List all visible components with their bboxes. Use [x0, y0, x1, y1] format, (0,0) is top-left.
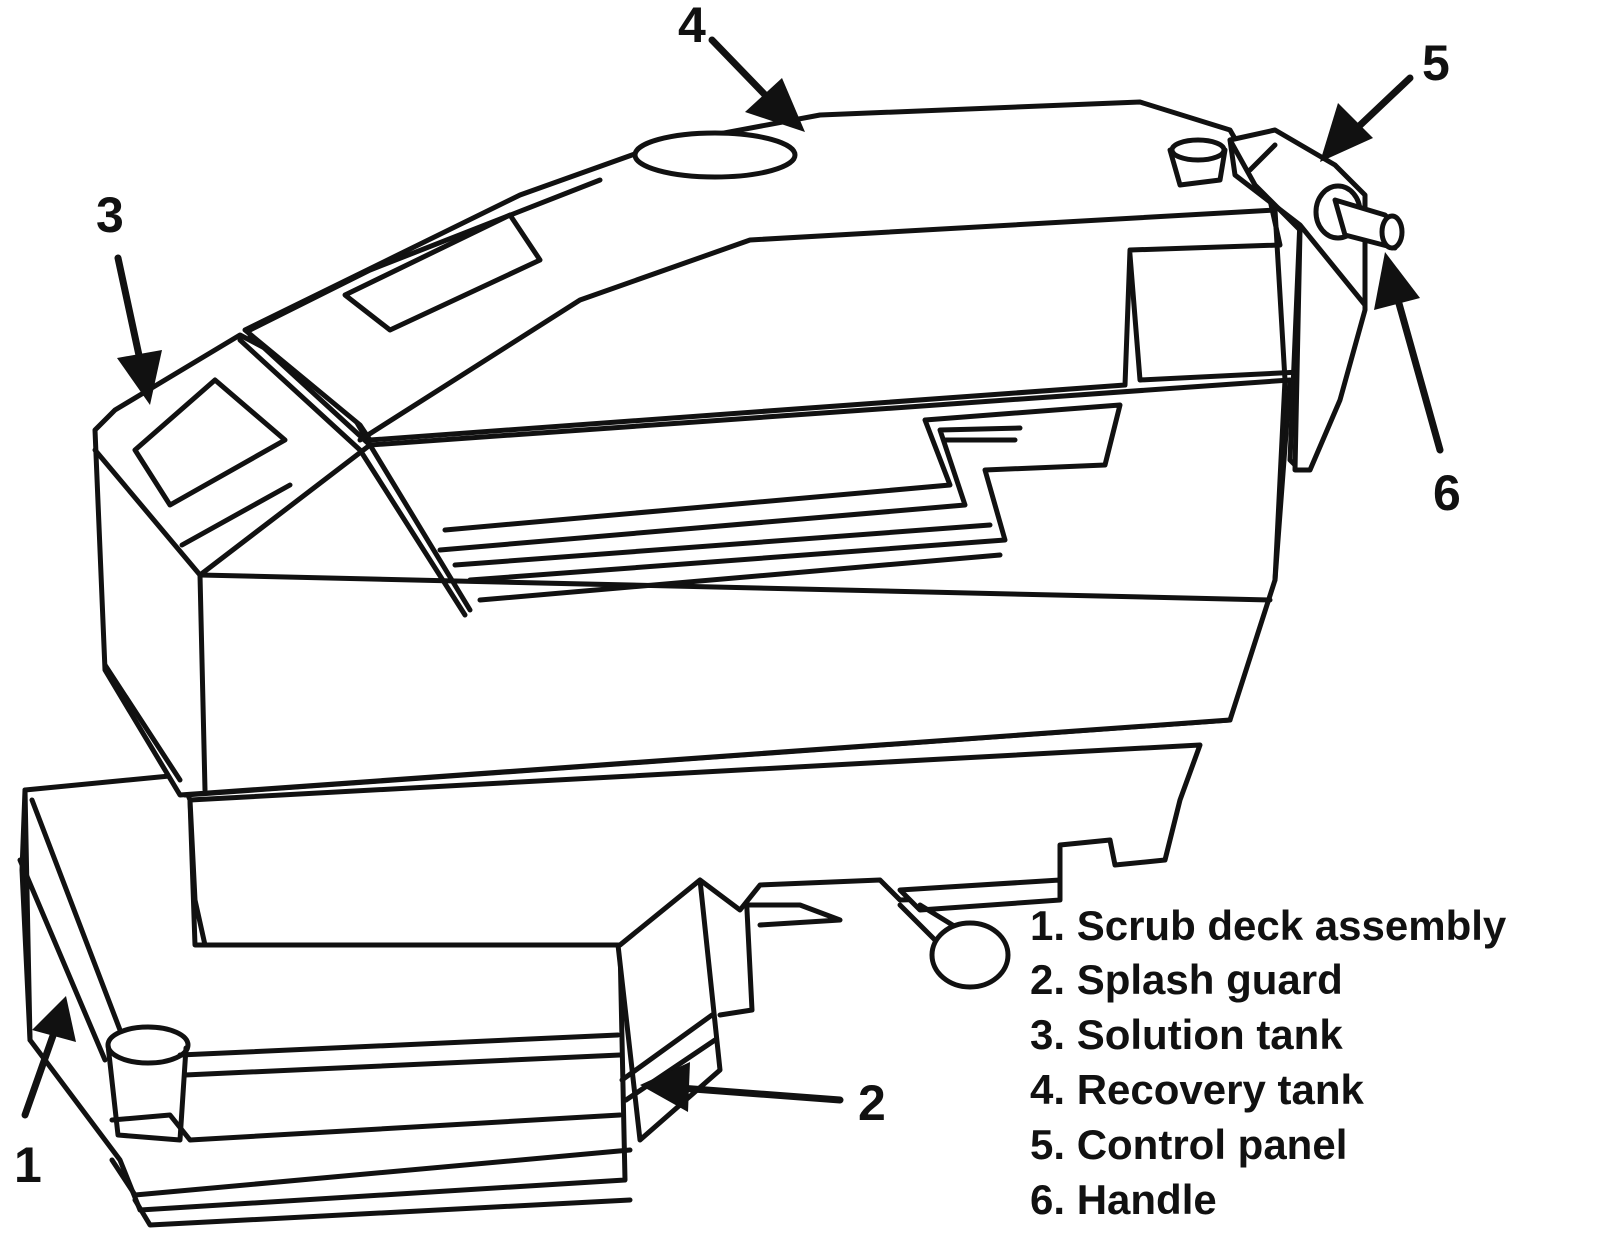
callout-number-1: 1 — [14, 1137, 42, 1193]
callout-numbers: 1 2 3 4 5 6 — [14, 0, 1461, 1193]
scrub-deck-drawing — [17, 772, 633, 1228]
handle-drawing — [1313, 183, 1405, 251]
callout-number-2: 2 — [858, 1075, 886, 1131]
callout-number-6: 6 — [1433, 465, 1461, 521]
legend-item-4: 4. Recovery tank — [1030, 1066, 1364, 1113]
splash-guard-drawing — [177, 867, 755, 1143]
legend: 1. Scrub deck assembly 2. Splash guard 3… — [1030, 902, 1507, 1223]
callout-number-3: 3 — [96, 187, 124, 243]
legend-item-3: 3. Solution tank — [1030, 1011, 1343, 1058]
legend-item-6: 6. Handle — [1030, 1176, 1217, 1223]
caster-drawing — [742, 877, 1063, 990]
callout-arrows — [21, 36, 1444, 1119]
arrow-5 — [1320, 74, 1414, 162]
callout-number-4: 4 — [678, 0, 706, 53]
legend-item-5: 5. Control panel — [1030, 1121, 1347, 1168]
arrow-1 — [21, 996, 76, 1119]
arrow-3 — [114, 254, 162, 405]
legend-item-2: 2. Splash guard — [1030, 956, 1343, 1003]
callout-number-5: 5 — [1422, 35, 1450, 91]
arrow-2 — [640, 1062, 844, 1112]
arrow-6 — [1374, 252, 1444, 454]
legend-item-1: 1. Scrub deck assembly — [1030, 902, 1507, 949]
arrow-4 — [708, 36, 805, 132]
machine-drawing — [17, 99, 1405, 1228]
